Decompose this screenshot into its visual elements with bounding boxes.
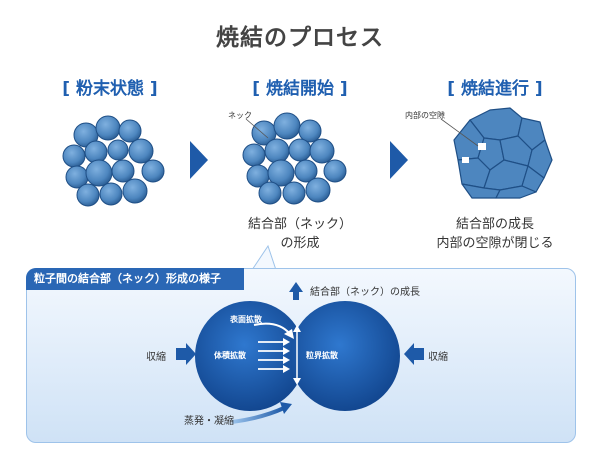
void-callout-line (440, 118, 479, 147)
detail-panel-title: 粒子間の結合部（ネック）形成の様子 (26, 268, 244, 290)
grain-boundary-arrow (293, 325, 301, 385)
stage-label-powder: [ 粉末状態 ] (62, 79, 158, 99)
surface-diffusion-label: 表面拡散 (230, 315, 262, 324)
evaporation-condensation-label: 蒸発・凝縮 (184, 416, 234, 427)
compression-arrow-left (176, 343, 196, 365)
void-1 (478, 143, 486, 150)
grain-boundary-diffusion-label: 粒界拡散 (306, 351, 338, 360)
volume-diffusion-label: 体積拡散 (214, 351, 246, 360)
sintering-start-particles (242, 112, 347, 205)
arrow-chevron-2 (390, 141, 408, 179)
void-callout: 内部の空隙 (405, 111, 445, 120)
stage-label-sintering-start: [ 焼結開始 ] (252, 79, 348, 99)
void-2 (462, 157, 469, 163)
stage-3-caption-line-1: 結合部の成長 (455, 217, 534, 232)
neck-growth-label: 結合部（ネック）の成長 (310, 287, 420, 298)
neck-callout-line (245, 118, 269, 139)
powder-particles (62, 115, 165, 207)
stage-2-caption-line-1: 結合部（ネック） (247, 217, 352, 232)
neck-callout: ネック (228, 111, 252, 120)
stage-3-caption-line-2: 内部の空隙が閉じる (436, 236, 554, 251)
sphere-right (290, 301, 400, 411)
volume-diffusion-arrows (258, 338, 290, 373)
stage-label-sintering-progress: [ 焼結進行 ] (447, 79, 543, 99)
neck-growth-arrow (289, 282, 303, 300)
page-title: 焼結のプロセス (216, 25, 384, 51)
stage-2-caption-line-2: の形成 (280, 236, 320, 251)
compression-arrow-right (404, 343, 424, 365)
evaporation-condensation-arrow (231, 406, 285, 424)
sphere-left (195, 301, 305, 411)
compression-left-label: 収縮 (146, 352, 166, 363)
stage-3-caption: 結合部の成長 内部の空隙が閉じる (420, 215, 570, 253)
arrow-chevron-1 (190, 141, 208, 179)
compression-right-label: 収縮 (428, 352, 448, 363)
stage-2-caption: 結合部（ネック） の形成 (225, 215, 375, 253)
